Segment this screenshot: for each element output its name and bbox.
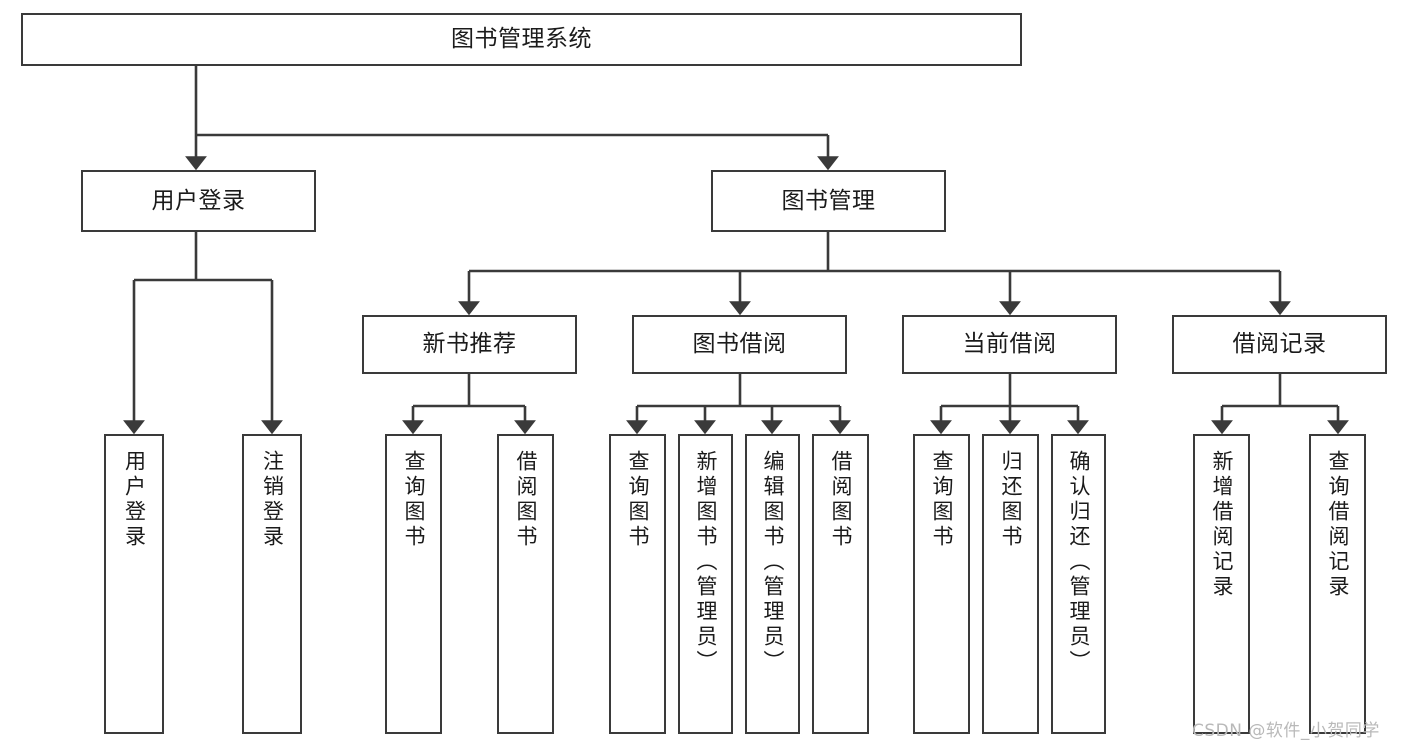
node-leaf-user-logout-label: 注销登录 (260, 450, 285, 550)
node-leaf-user-login-label: 用户登录 (122, 450, 147, 550)
node-leaf-borrow-book-2[interactable]: 借阅图书 (812, 434, 869, 734)
node-leaf-edit-book[interactable]: 编辑图书（管理员） (745, 434, 800, 734)
node-leaf-query-book-2[interactable]: 查询图书 (609, 434, 666, 734)
node-borrow-record-label: 借阅记录 (1232, 331, 1327, 358)
node-leaf-edit-book-label: 编辑图书（管理员） (761, 450, 785, 675)
node-new-book-recommend-label: 新书推荐 (422, 331, 517, 358)
node-leaf-user-login[interactable]: 用户登录 (104, 434, 164, 734)
node-book-manage[interactable]: 图书管理 (711, 170, 946, 232)
node-book-borrow[interactable]: 图书借阅 (632, 315, 847, 374)
node-current-borrow-label: 当前借阅 (962, 331, 1057, 358)
watermark: CSDN @软件_小贺同学 (1192, 721, 1380, 741)
node-borrow-record[interactable]: 借阅记录 (1172, 315, 1387, 374)
node-book-manage-label: 图书管理 (781, 187, 876, 214)
node-user-login-label: 用户登录 (151, 187, 246, 214)
node-root[interactable]: 图书管理系统 (21, 13, 1022, 66)
node-leaf-query-book-1[interactable]: 查询图书 (385, 434, 442, 734)
node-leaf-query-book-3-label: 查询图书 (930, 450, 954, 550)
node-new-book-recommend[interactable]: 新书推荐 (362, 315, 577, 374)
node-user-login[interactable]: 用户登录 (81, 170, 316, 232)
node-leaf-user-logout[interactable]: 注销登录 (242, 434, 302, 734)
node-leaf-confirm-return[interactable]: 确认归还（管理员） (1051, 434, 1106, 734)
node-leaf-query-book-2-label: 查询图书 (626, 450, 650, 550)
node-leaf-query-record-label: 查询借阅记录 (1326, 450, 1350, 600)
node-book-borrow-label: 图书借阅 (692, 331, 787, 358)
node-leaf-query-book-3[interactable]: 查询图书 (913, 434, 970, 734)
node-leaf-return-book-label: 归还图书 (999, 450, 1023, 550)
node-leaf-add-record-label: 新增借阅记录 (1210, 450, 1234, 600)
node-leaf-borrow-book-2-label: 借阅图书 (829, 450, 853, 550)
node-leaf-add-record[interactable]: 新增借阅记录 (1193, 434, 1250, 734)
node-root-label: 图书管理系统 (451, 26, 592, 53)
node-leaf-confirm-return-label: 确认归还（管理员） (1067, 450, 1091, 675)
node-leaf-add-book-label: 新增图书（管理员） (694, 450, 718, 675)
node-leaf-borrow-book-1-label: 借阅图书 (514, 450, 538, 550)
node-leaf-add-book[interactable]: 新增图书（管理员） (678, 434, 733, 734)
node-leaf-return-book[interactable]: 归还图书 (982, 434, 1039, 734)
node-current-borrow[interactable]: 当前借阅 (902, 315, 1117, 374)
node-leaf-borrow-book-1[interactable]: 借阅图书 (497, 434, 554, 734)
node-leaf-query-record[interactable]: 查询借阅记录 (1309, 434, 1366, 734)
node-leaf-query-book-1-label: 查询图书 (402, 450, 426, 550)
